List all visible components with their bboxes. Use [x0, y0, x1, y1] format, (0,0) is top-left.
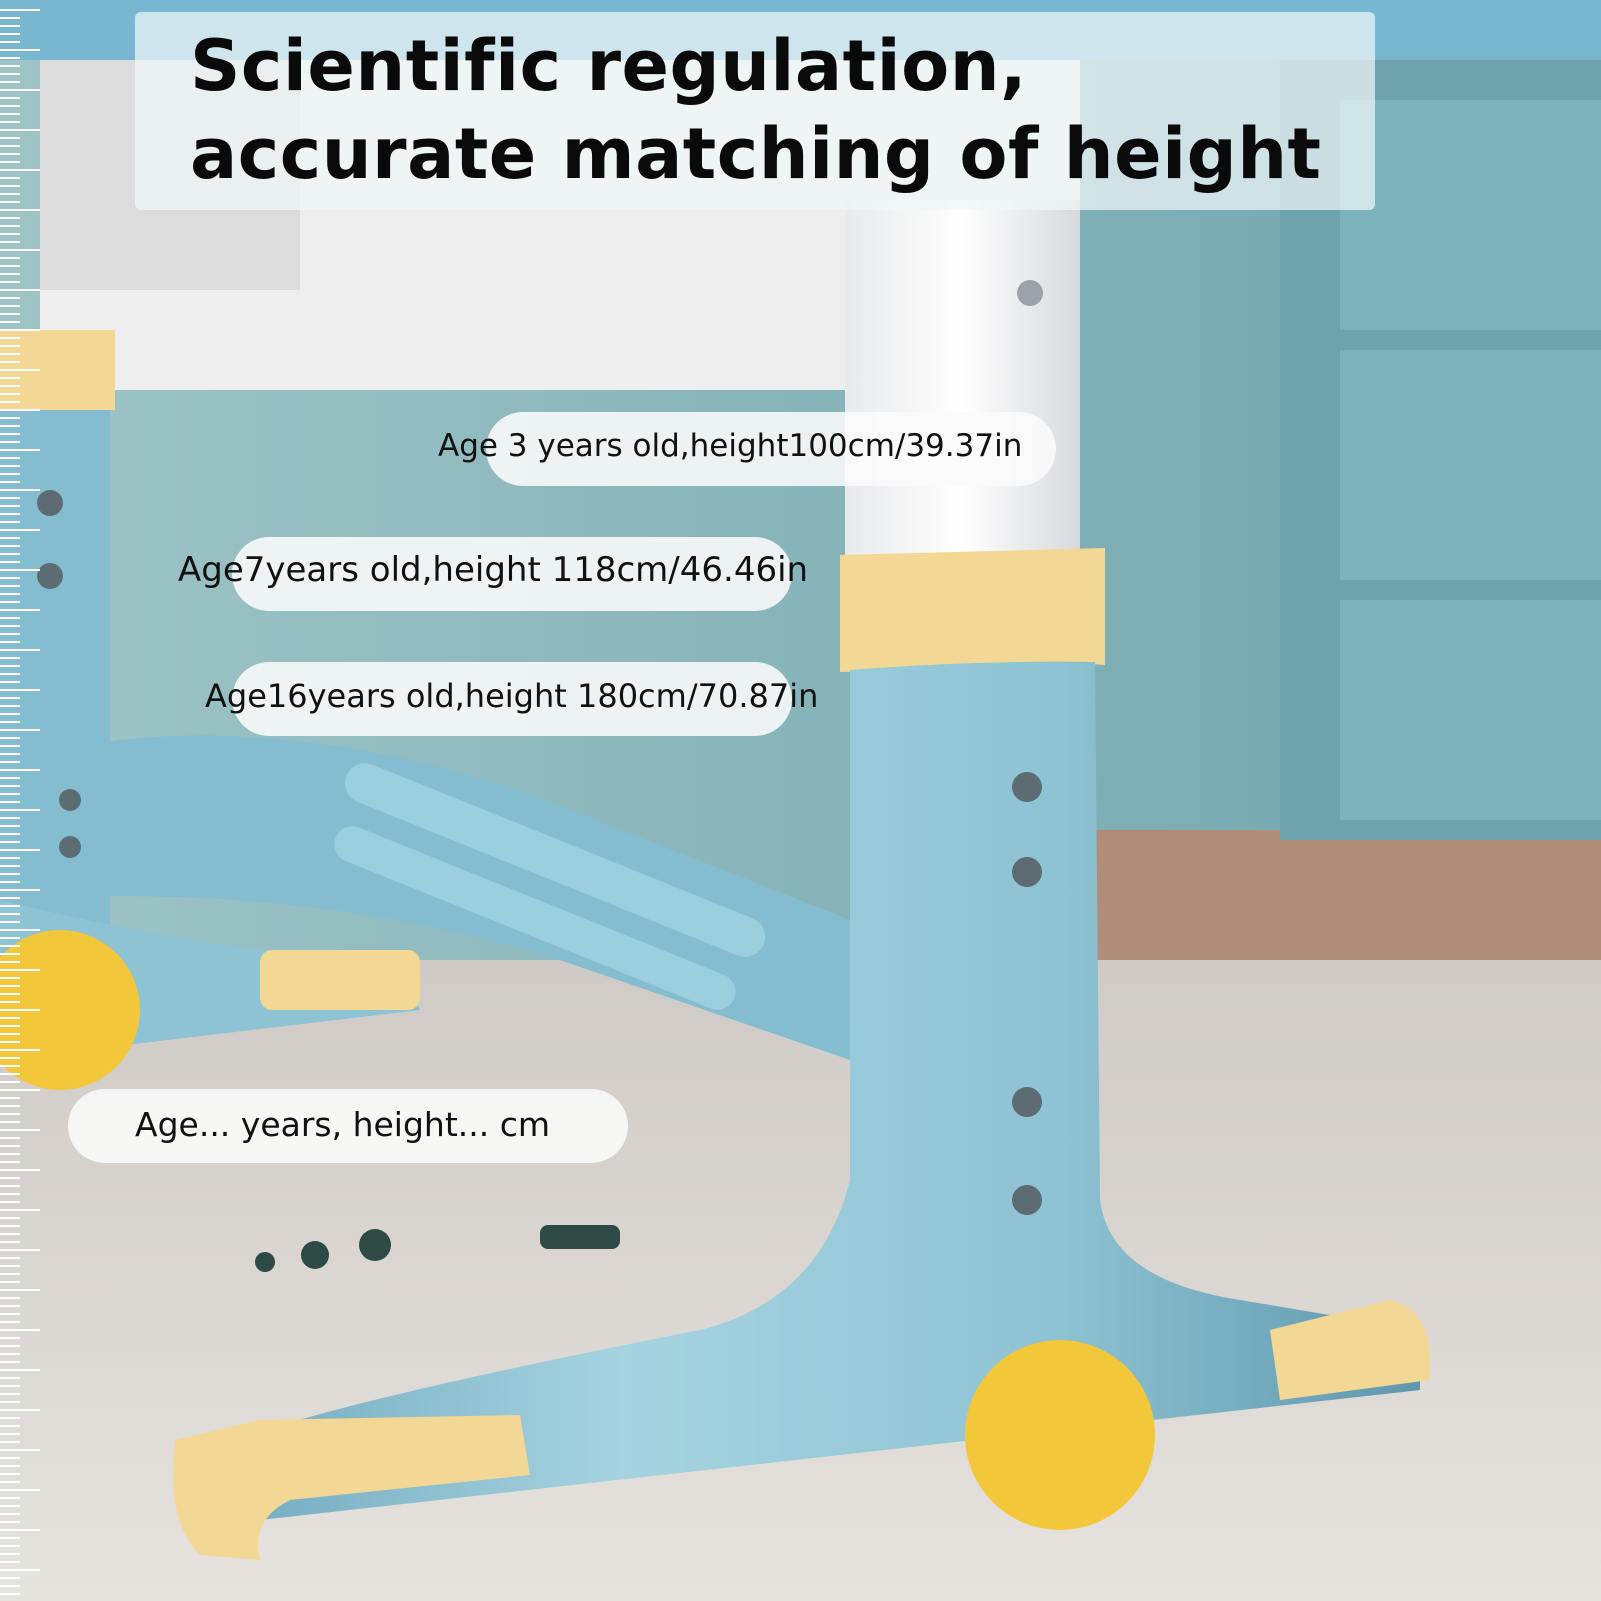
foot-cap-right	[1270, 1300, 1430, 1400]
headline-line-2: accurate matching of height	[190, 113, 1322, 195]
label-pill-age-custom	[68, 1089, 628, 1163]
bolts	[37, 490, 1042, 1215]
logo-badge	[965, 1340, 1155, 1530]
label-age-16: Age16years old,height 180cm/70.87in	[205, 677, 819, 715]
sleeve	[840, 548, 1105, 680]
label-pill-age-7	[232, 537, 792, 611]
label-age-7: Age7years old,height 118cm/46.46in	[178, 550, 809, 590]
label-pill-age-16	[232, 662, 792, 736]
leg-column	[196, 661, 1420, 1521]
baseboard	[1080, 830, 1601, 970]
headline-banner	[135, 12, 1375, 210]
label-pill-age-3	[486, 412, 1056, 486]
ruler-ticks	[0, 9, 40, 1595]
headline-line-1: Scientific regulation,	[190, 25, 1028, 107]
headline: Scientific regulation, accurate matching…	[190, 22, 1322, 198]
crossbar	[0, 735, 850, 1060]
label-age-3: Age 3 years old,height100cm/39.37in	[438, 428, 1023, 464]
pole	[845, 200, 1080, 560]
label-age-custom: Age... years, height... cm	[135, 1105, 551, 1144]
foot-cap-front	[172, 1415, 530, 1560]
